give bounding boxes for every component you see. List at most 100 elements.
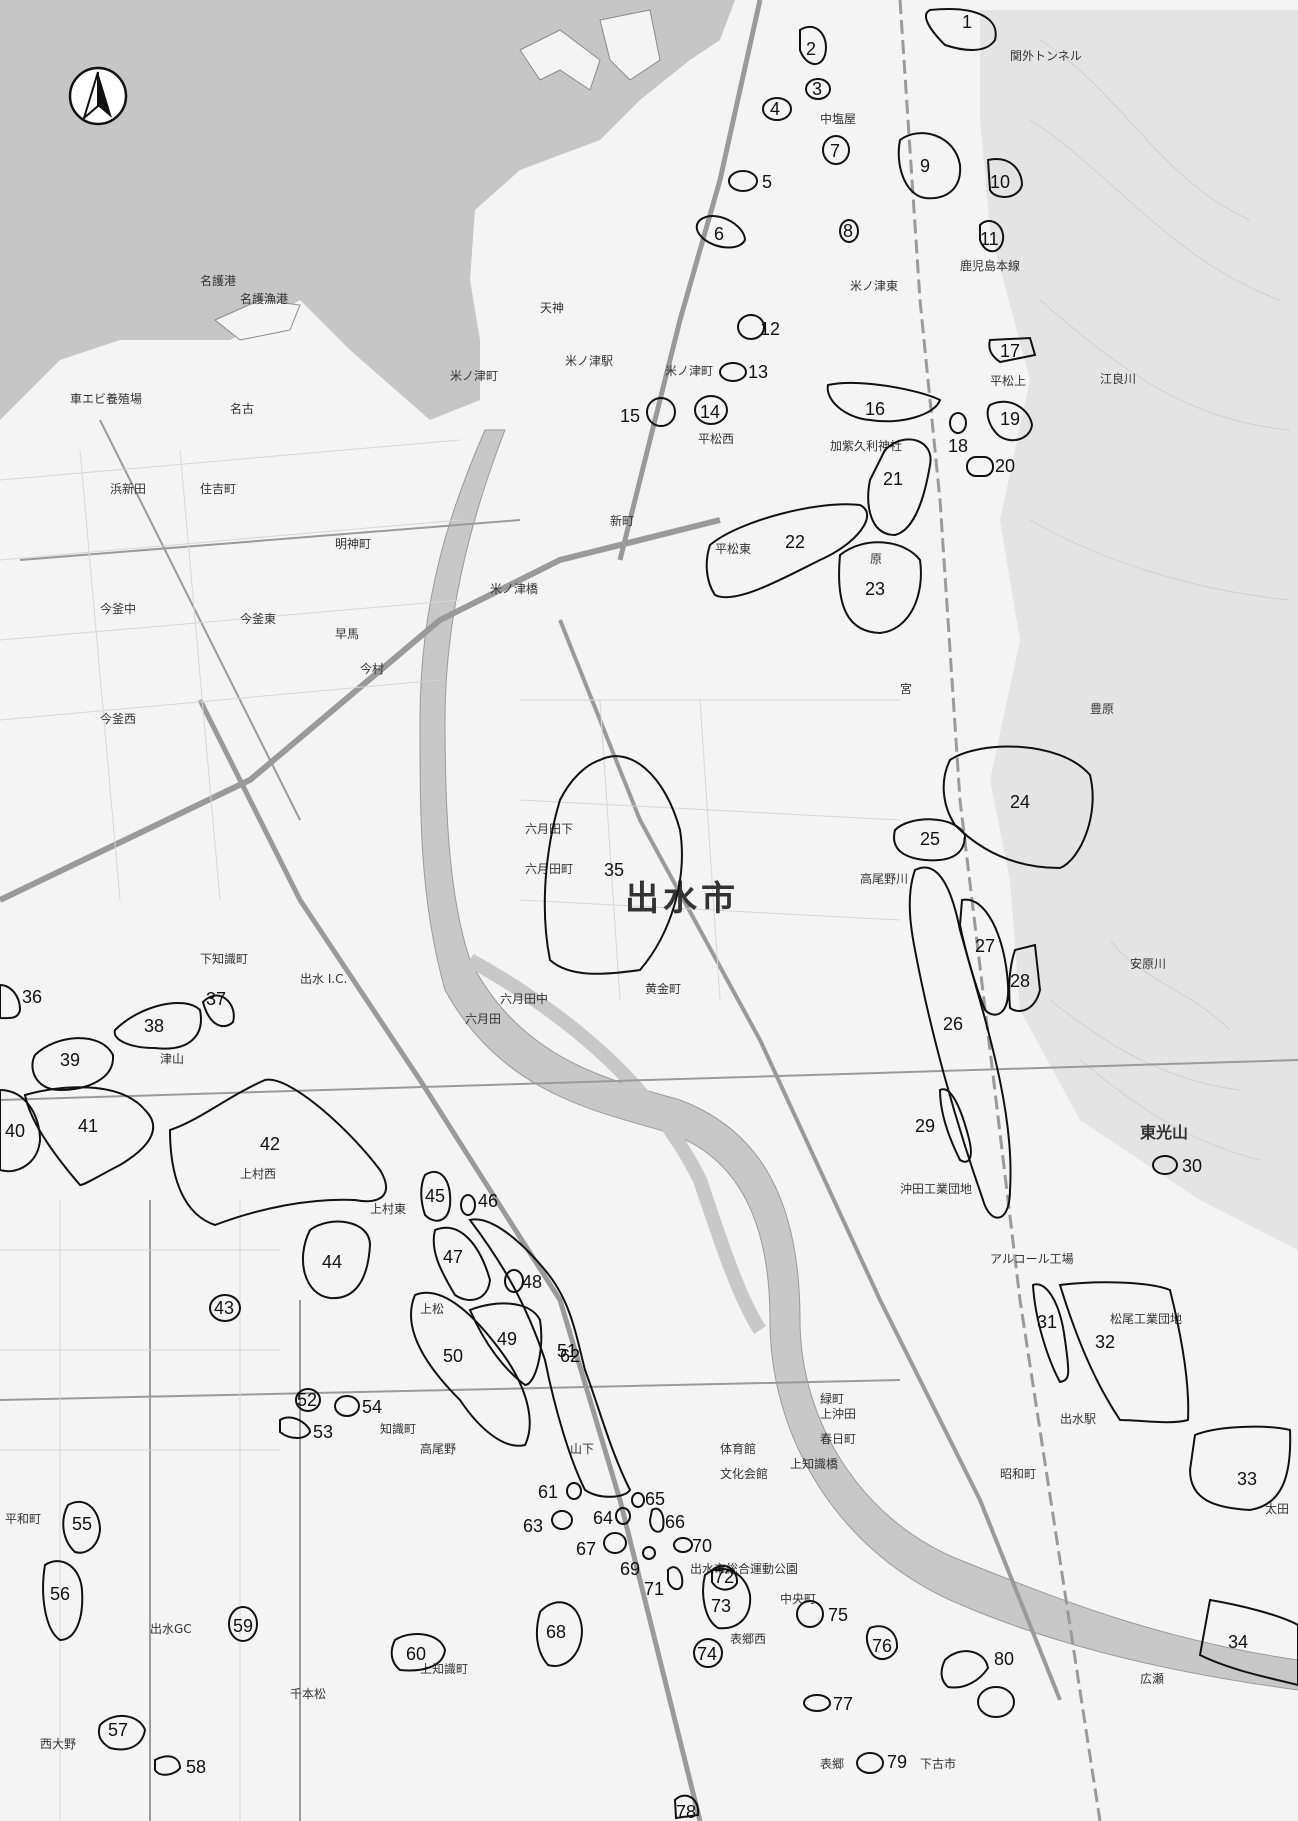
place-label: 六月田中 [500, 991, 548, 1006]
place-label: 米ノ津町 [665, 364, 713, 378]
site-outline [113, 1002, 202, 1050]
site-label: 33 [1237, 1469, 1257, 1489]
site-label: 22 [785, 532, 805, 552]
site-label: 5 [762, 172, 772, 192]
site-outline [420, 1170, 452, 1222]
place-label: 鹿児島本線 [960, 258, 1020, 273]
site-outline [865, 1625, 899, 1661]
place-label: 平松上 [990, 374, 1026, 388]
site-label: 13 [748, 362, 768, 382]
site-outline [0, 1088, 42, 1173]
site-outline [958, 898, 1010, 1016]
site-outline [228, 1606, 258, 1642]
site-label: 59 [233, 1616, 253, 1636]
site-outline [938, 1088, 972, 1163]
site-outline [1188, 1425, 1292, 1512]
site-label: 30 [1182, 1156, 1202, 1176]
site-outline [799, 25, 827, 65]
site-label: 9 [920, 156, 930, 176]
hill-area [980, 10, 1298, 1250]
site-outline [897, 132, 962, 200]
site-outline [209, 1294, 241, 1322]
place-label: 高尾野川 [860, 871, 908, 886]
site-outline [942, 745, 1094, 870]
site-outline [838, 541, 922, 635]
site-outline [31, 1037, 115, 1092]
site-outline [839, 219, 859, 243]
place-label: 豊原 [1090, 702, 1114, 716]
site-outline [796, 1600, 824, 1628]
place-label: 今村 [360, 661, 384, 676]
site-outline [535, 1601, 584, 1667]
site-outline [460, 1194, 476, 1216]
site-label: 70 [692, 1536, 712, 1556]
site-label: 27 [975, 936, 995, 956]
place-label: 昭和町 [1000, 1467, 1036, 1481]
site-label: 6 [714, 224, 724, 244]
site-label: 39 [60, 1050, 80, 1070]
site-label: 14 [700, 402, 720, 422]
site-outline [42, 1560, 84, 1642]
site-outline [925, 8, 997, 51]
site-label: 71 [644, 1579, 664, 1599]
site-outline [201, 994, 235, 1028]
site-outline [728, 170, 758, 192]
site-outline [988, 336, 1037, 364]
site-outline [301, 1220, 372, 1300]
site-outline [154, 1755, 182, 1776]
place-label: 平和町 [5, 1512, 41, 1526]
place-label: 津山 [160, 1052, 184, 1066]
site-label: 42 [260, 1134, 280, 1154]
site-label: 18 [948, 436, 968, 456]
site-label: 4 [770, 99, 780, 119]
place-label: 上沖田 [820, 1407, 856, 1421]
site-outline [648, 1507, 665, 1533]
site-outline [646, 397, 676, 427]
site-label: 37 [206, 989, 226, 1009]
site-outline [615, 1507, 631, 1525]
site-outline [432, 1227, 492, 1301]
place-label: 米ノ津町 [450, 369, 498, 383]
mountain-label: 東光山 [1140, 1123, 1188, 1142]
site-label: 53 [313, 1422, 333, 1442]
place-label: 名護港 [200, 273, 236, 288]
site-outline [468, 1302, 543, 1387]
place-label: 出水市総合運動公園 [690, 1561, 798, 1576]
site-outline [826, 381, 942, 423]
site-outline [711, 1564, 739, 1591]
place-label: 高尾野 [420, 1441, 456, 1456]
site-outline [805, 78, 831, 100]
place-label: 関外トンネル [1010, 49, 1082, 63]
site-outline [705, 503, 868, 599]
site-label: 25 [920, 829, 940, 849]
place-label: 今釜西 [100, 711, 136, 726]
site-label: 44 [322, 1252, 342, 1272]
site-outline [695, 214, 747, 249]
place-label: 山下 [570, 1442, 594, 1456]
place-label: 体育館 [720, 1441, 756, 1456]
site-label: 68 [546, 1622, 566, 1642]
site-label: 10 [990, 172, 1010, 192]
site-label: 17 [1000, 341, 1020, 361]
place-label: 新町 [610, 513, 634, 528]
site-label: 26 [943, 1014, 963, 1034]
place-label: 原 [870, 552, 882, 566]
site-outline [390, 1633, 447, 1672]
site-label: 66 [665, 1512, 685, 1532]
site-label: 60 [406, 1644, 426, 1664]
site-outline [856, 1752, 884, 1774]
place-label: 沖田工業団地 [900, 1182, 972, 1196]
site-outline [893, 818, 967, 862]
site-outline [410, 1291, 531, 1447]
site-outline [693, 1638, 723, 1668]
site-numbers: 1 2 3 4 5 6 7 8 9 10 11 12 13 14 15 16 1… [5, 12, 1257, 1821]
place-label: 六月田下 [525, 822, 573, 836]
site-outline [977, 1686, 1015, 1718]
site-label: 32 [1095, 1332, 1115, 1352]
place-label: 米ノ津東 [850, 279, 898, 293]
site-label: 20 [995, 456, 1015, 476]
place-label: 米ノ津橋 [490, 582, 538, 596]
site-label: 43 [214, 1298, 234, 1318]
site-outline [504, 1269, 524, 1293]
place-label: アルコール工場 [990, 1252, 1074, 1266]
